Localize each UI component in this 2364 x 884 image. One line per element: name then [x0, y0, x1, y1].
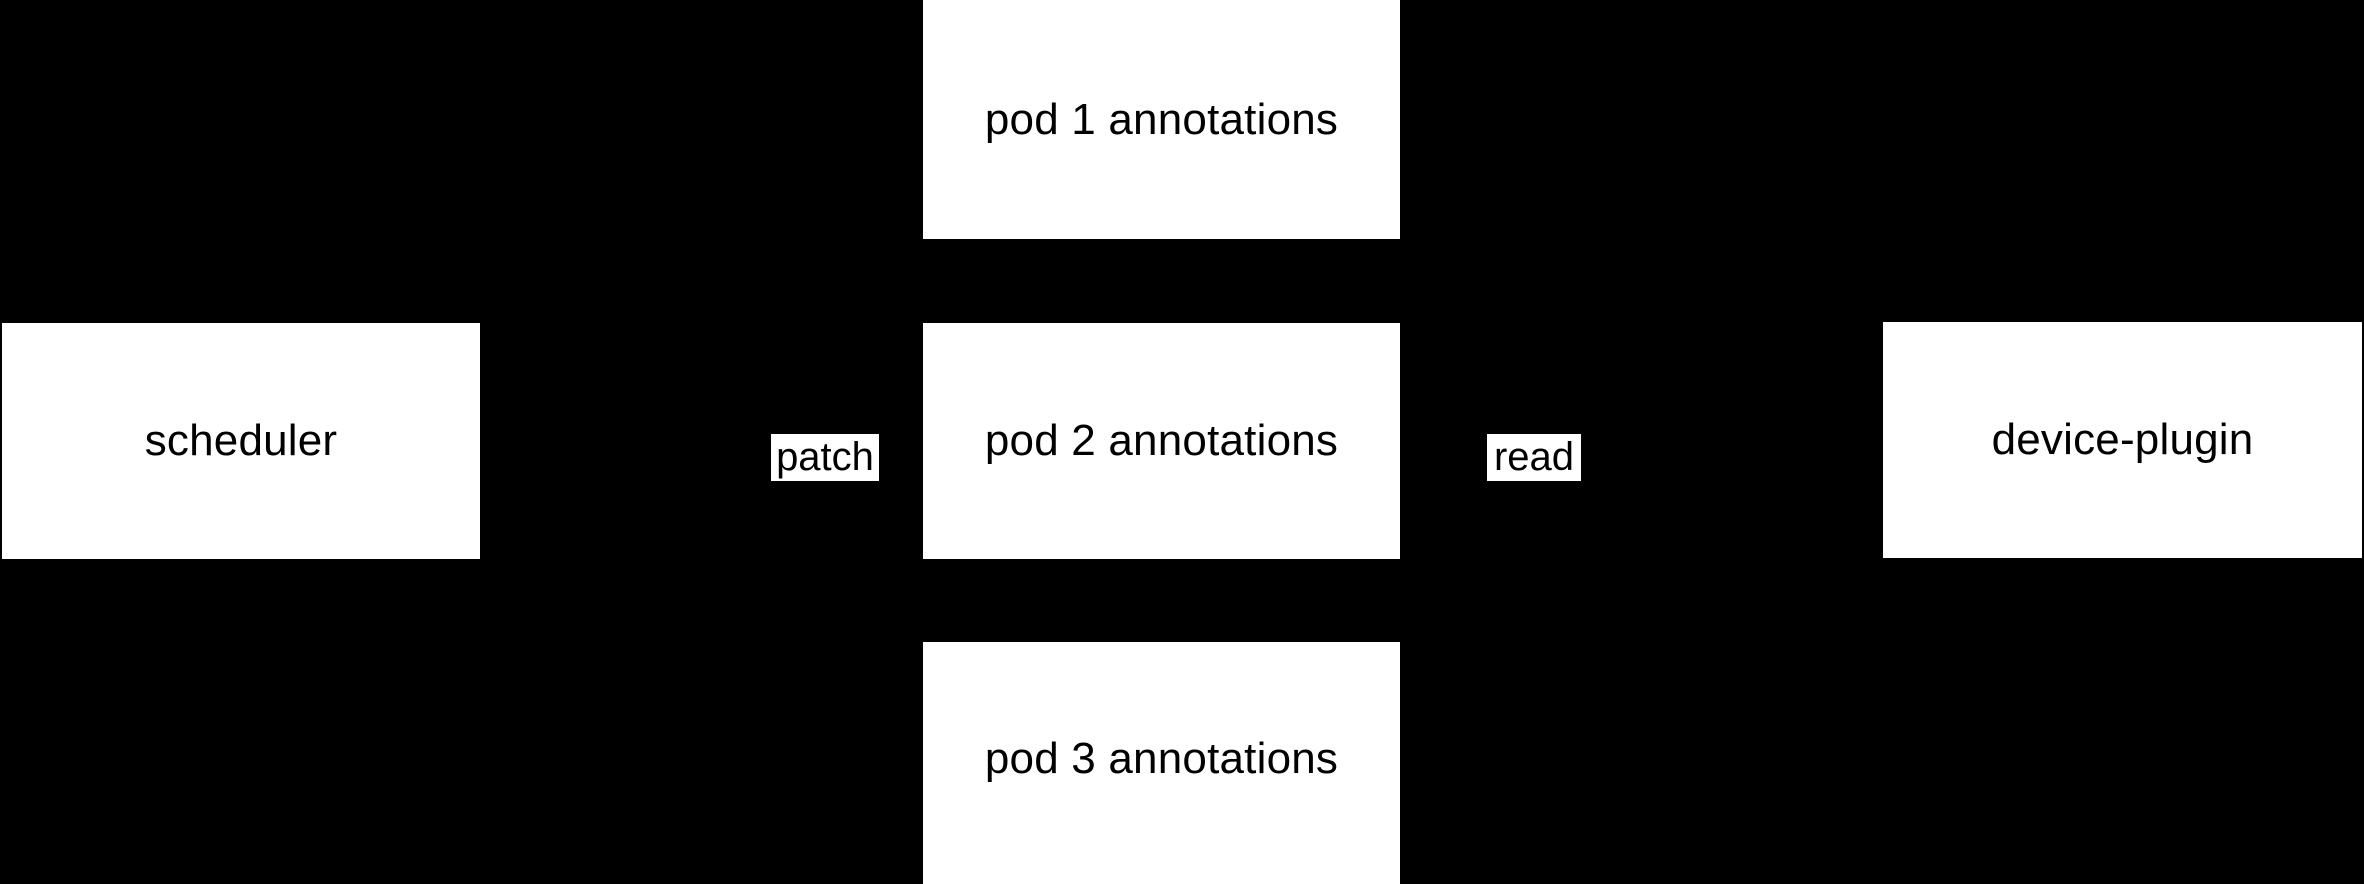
node-pod-3-annotations[interactable]: pod 3 annotations — [923, 642, 1400, 884]
node-pod-3-annotations-label: pod 3 annotations — [984, 734, 1339, 783]
edge-label-patch: patch — [771, 434, 879, 481]
node-device-plugin-label: device-plugin — [1991, 414, 2254, 464]
edge-label-read-text: read — [1493, 435, 1575, 479]
node-scheduler-label: scheduler — [144, 415, 338, 465]
connector-scheduler-pod2 — [480, 439, 923, 442]
node-pod-1-annotations-label: pod 1 annotations — [984, 94, 1339, 144]
node-scheduler[interactable]: scheduler — [2, 323, 480, 559]
connector-pod2-device-plugin — [1400, 439, 1883, 442]
node-pod-2-annotations-label: pod 2 annotations — [984, 415, 1339, 465]
node-pod-1-annotations[interactable]: pod 1 annotations — [923, 0, 1400, 239]
node-pod-2-annotations[interactable]: pod 2 annotations — [923, 323, 1400, 559]
edge-label-patch-text: patch — [776, 435, 874, 479]
edge-label-read: read — [1487, 434, 1581, 481]
node-device-plugin[interactable]: device-plugin — [1883, 322, 2362, 558]
